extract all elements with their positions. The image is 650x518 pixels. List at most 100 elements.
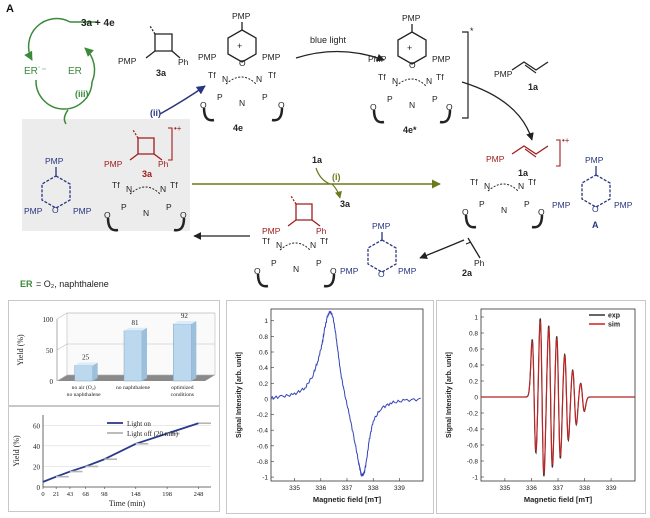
chart-b-ytick: 100 [43,316,54,324]
anion-right: Tf Tf N N P P N O O [462,177,545,229]
svg-text:N: N [392,76,398,86]
chart-c-xtick: 98 [101,491,108,498]
svg-text:N: N [126,184,132,194]
chart-e-ytick: -0.4 [467,427,479,434]
anion-bottom: Tf Tf N N P P N O O [254,236,337,288]
compound-A-bottom: PMP O PMP PMP [340,221,417,279]
chart-b-bar-top [74,362,98,366]
svg-text:N: N [518,181,524,191]
cyclobutane-bottom: PMP Ph [262,195,327,236]
svg-text:O: O [409,60,416,70]
compound-1a: PMP 1a [494,61,549,92]
svg-text:PMP: PMP [494,69,513,79]
svg-text:N: N [160,184,166,194]
chart-b-ytick: 0 [50,378,54,386]
label-1a-rc: 1a [518,168,529,178]
svg-text:PMP: PMP [198,52,217,62]
chart-c-xtick: 248 [194,491,204,498]
svg-text:O: O [330,266,337,276]
chart-b-grid-side [56,374,68,382]
er-cycle: ER˙⁻ ER (iii) [24,17,98,125]
label-4e-star: 4e* [403,125,417,135]
svg-text:N: N [143,208,149,218]
svg-text:N: N [256,74,262,84]
compound-1a-radical-cation: PMP •+ 1a [486,136,570,178]
chart-d-ytick: 0.6 [259,350,268,357]
svg-text:N: N [293,264,299,274]
svg-text:Tf: Tf [378,72,386,82]
chart-c-ytick: 20 [33,463,41,471]
step-ii-label: (ii) [150,108,161,118]
chart-c-xtick: 198 [162,491,172,498]
svg-text:+: + [407,43,412,53]
reaction-scheme: ER˙⁻ ER (iii) 3a + 4e PMP Ph 3a (ii) + O… [20,11,633,289]
chart-e-legend-label: sim [608,322,620,329]
svg-text:Ph: Ph [474,258,485,268]
chart-b-grid-side [56,312,68,320]
chart-b-bar-top [173,320,197,324]
chart-c-xlabel: Time (min) [109,499,146,508]
svg-text:PMP: PMP [24,206,43,216]
er-legend-value: = O₂, naphthalene [36,279,109,289]
compound-3a-top: PMP Ph 3a [118,25,189,78]
svg-text:Ph: Ph [178,57,189,67]
chart-c-light-on-segment [55,470,71,478]
chart-c-light-on-segment [104,442,137,461]
svg-text:Tf: Tf [262,236,270,246]
chart-d-spectrum-line [270,310,421,477]
chart-c-xtick: 0 [41,491,44,498]
chart-e-ytick: 1 [474,315,478,322]
svg-text:P: P [262,92,268,102]
chart-b-grid-side [56,343,68,351]
svg-text:PMP: PMP [104,159,123,169]
chart-d-ytick: 0.8 [259,334,268,341]
chart-d-ytick: 0.2 [259,381,268,388]
panel-letter-a: A [6,3,14,15]
chart-e-xtick: 336 [526,485,537,492]
chart-e-ytick: 0.8 [469,331,478,338]
chart-c-light-on-segment [85,458,105,468]
svg-text:PMP: PMP [118,56,137,66]
chart-b-ylabel: Yield (%) [16,334,25,366]
svg-text:Tf: Tf [436,72,444,82]
svg-text:P: P [271,258,277,268]
chart-e-ytick: 0 [474,395,478,402]
chart-e-ytick: -0.6 [467,443,479,450]
chart-b-category: no air (O₂) [72,384,96,391]
svg-text:O: O [52,205,59,215]
svg-text:Tf: Tf [528,177,536,187]
svg-text:PMP: PMP [232,11,251,21]
chart-e-xtick: 338 [579,485,590,492]
chart-c-xtick: 68 [82,491,89,498]
label-1a-top: 1a [528,82,539,92]
svg-text:O: O [538,207,545,217]
chart-e-xtick: 339 [606,485,617,492]
chart-d-ylabel: Signal Intensity [arb. unit] [236,352,243,438]
chart-e-sim-line [481,321,635,474]
chart-d-ytick: 0.4 [259,365,268,372]
svg-text:PMP: PMP [398,266,417,276]
step-i-label: (i) [332,172,341,182]
svg-text:N: N [310,240,316,250]
svg-text:PMP: PMP [73,206,92,216]
svg-text:PMP: PMP [372,221,391,231]
chart-c-light-on-segment [135,432,168,445]
svg-text:O: O [592,204,599,214]
svg-text:N: N [276,240,282,250]
svg-text:P: P [217,92,223,102]
svg-text:Ph: Ph [316,226,327,236]
svg-text:Tf: Tf [208,70,216,80]
er-legend-key: ER [20,279,33,289]
pyranyl-box: PMP O PMP PMP [24,156,92,216]
chart-d-plot-frame [270,308,424,482]
chart-c-light-on-segment [69,465,86,473]
chart-d-ytick: 0 [264,396,268,403]
chart-b-bar [123,330,143,382]
chart-d-xlabel: Magnetic field [mT] [313,495,382,504]
svg-text:•+: •+ [562,136,570,145]
chart-b-bar [74,365,93,382]
chart-b-ytick: 50 [46,347,54,355]
chart-d-ytick: -0.8 [257,459,269,466]
label-2a: 2a [462,268,473,278]
